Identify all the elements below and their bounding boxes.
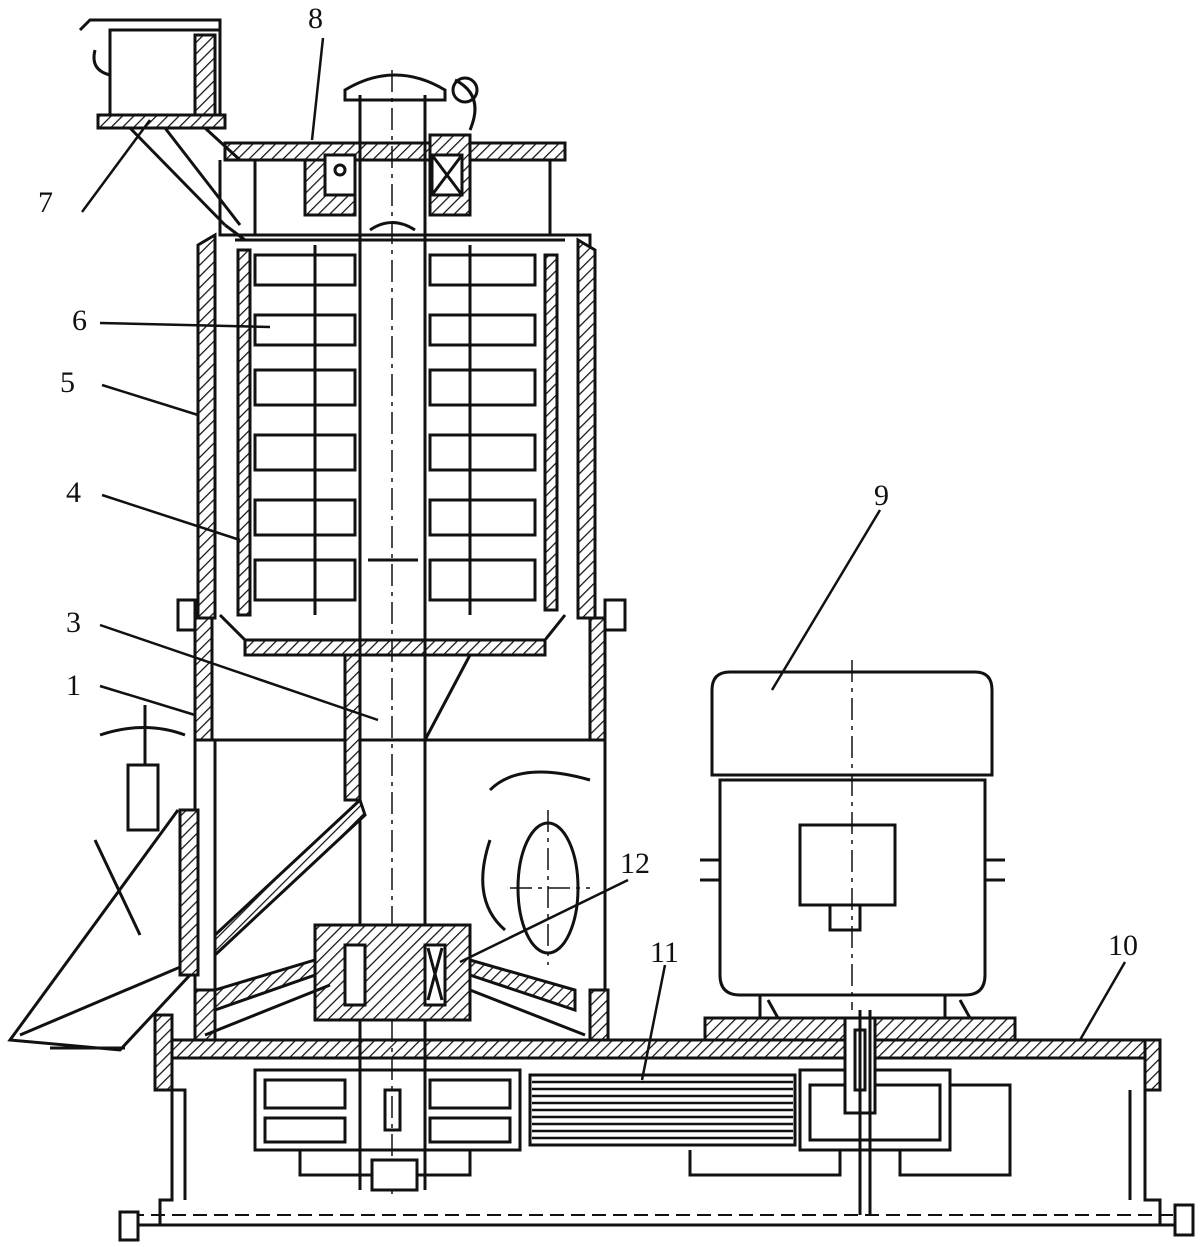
leader-3 xyxy=(99,623,379,722)
leader-lines xyxy=(80,37,1127,1081)
leader-8 xyxy=(310,37,325,141)
belt xyxy=(528,1073,797,1147)
base-frame xyxy=(118,1013,1195,1242)
valve-and-outlet xyxy=(7,705,200,1052)
leader-10 xyxy=(1078,961,1127,1041)
lower-bearing xyxy=(204,923,586,1037)
leader-7 xyxy=(80,119,152,213)
drive-pulleys xyxy=(253,1068,1012,1177)
label-3: 3 xyxy=(66,606,81,639)
leader-1 xyxy=(99,684,196,717)
label-4: 4 xyxy=(66,476,81,509)
feed-hopper xyxy=(78,18,246,242)
label-11: 11 xyxy=(650,936,679,969)
callout-labels: 1 3 4 5 6 7 8 9 10 11 12 xyxy=(38,2,1138,969)
label-10: 10 xyxy=(1108,929,1138,962)
leader-9 xyxy=(770,509,882,691)
discharge-cone xyxy=(213,653,591,965)
label-6: 6 xyxy=(72,304,87,337)
label-5: 5 xyxy=(60,366,75,399)
top-cover xyxy=(218,73,592,248)
rotor-blades xyxy=(253,245,537,615)
leader-11 xyxy=(640,964,667,1081)
leader-4 xyxy=(101,493,241,542)
label-12: 12 xyxy=(620,847,650,880)
motor xyxy=(700,660,1017,1215)
label-8: 8 xyxy=(308,2,323,35)
screen-basket xyxy=(218,238,567,657)
label-1: 1 xyxy=(66,669,81,702)
leader-12 xyxy=(459,878,629,964)
label-9: 9 xyxy=(874,479,889,512)
label-7: 7 xyxy=(38,186,53,219)
leader-5 xyxy=(101,383,199,417)
outer-housing xyxy=(176,232,627,1042)
leader-6 xyxy=(99,321,271,329)
